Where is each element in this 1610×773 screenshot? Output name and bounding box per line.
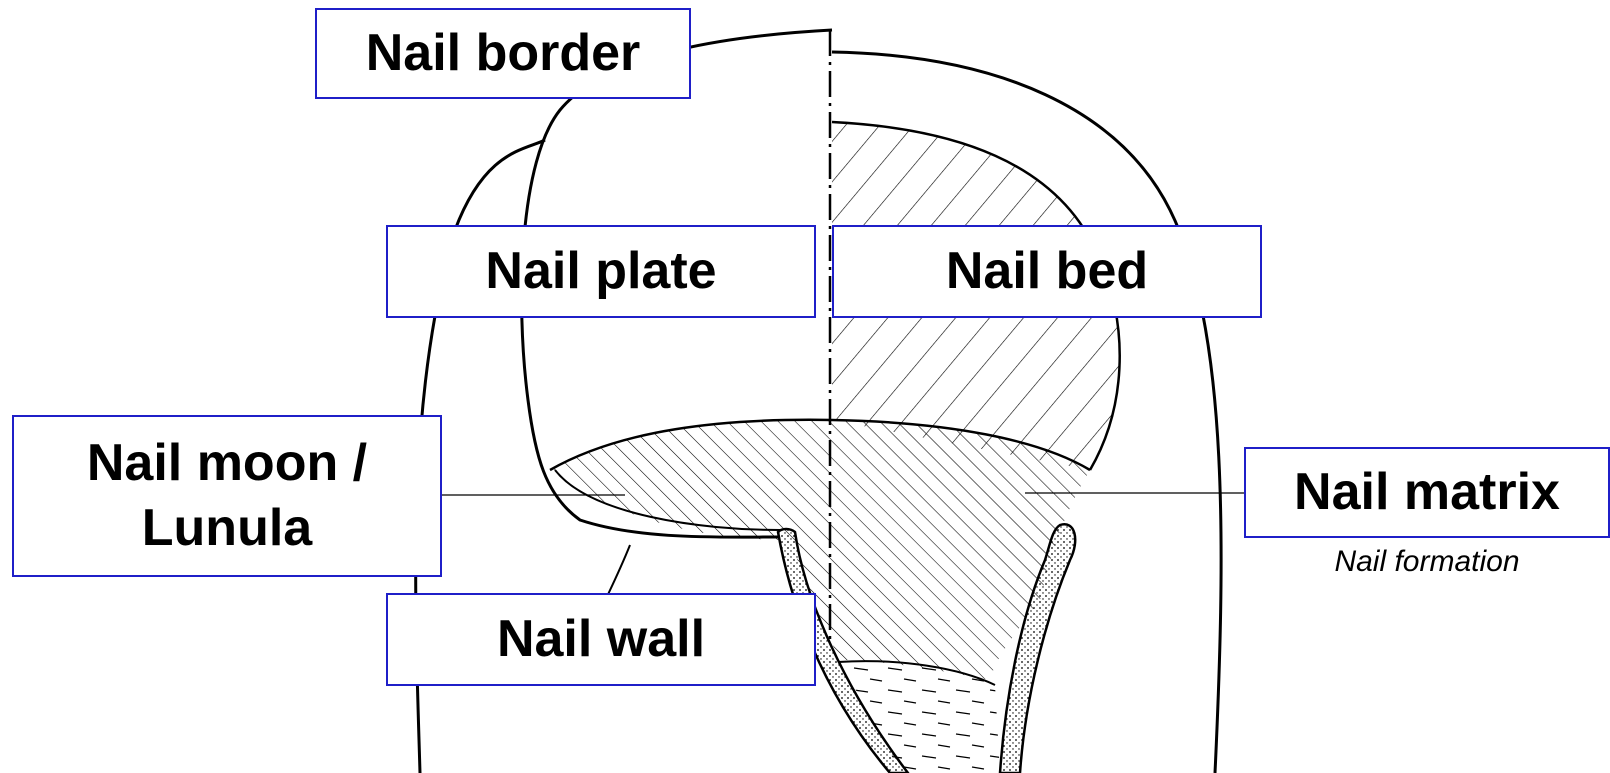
- nail-matrix-text: Nail matrix: [1294, 460, 1560, 525]
- nail-plate-text: Nail plate: [485, 239, 716, 304]
- nail-wall-text: Nail wall: [497, 607, 705, 672]
- nail-formation-text: Nail formation: [1334, 545, 1519, 578]
- nail-plate-label: Nail plate: [386, 225, 816, 318]
- nail-bed-text: Nail bed: [946, 239, 1148, 304]
- nail-wall-label: Nail wall: [386, 593, 816, 686]
- nail-moon-label: Nail moon / Lunula: [12, 415, 442, 577]
- nail-moon-text: Nail moon / Lunula: [54, 431, 400, 561]
- nail-matrix-caption: Nail formation: [1244, 545, 1610, 579]
- nail-border-text: Nail border: [366, 21, 641, 86]
- nail-border-label: Nail border: [315, 8, 691, 99]
- nail-matrix-label: Nail matrix: [1244, 447, 1610, 538]
- nail-bed-label: Nail bed: [832, 225, 1262, 318]
